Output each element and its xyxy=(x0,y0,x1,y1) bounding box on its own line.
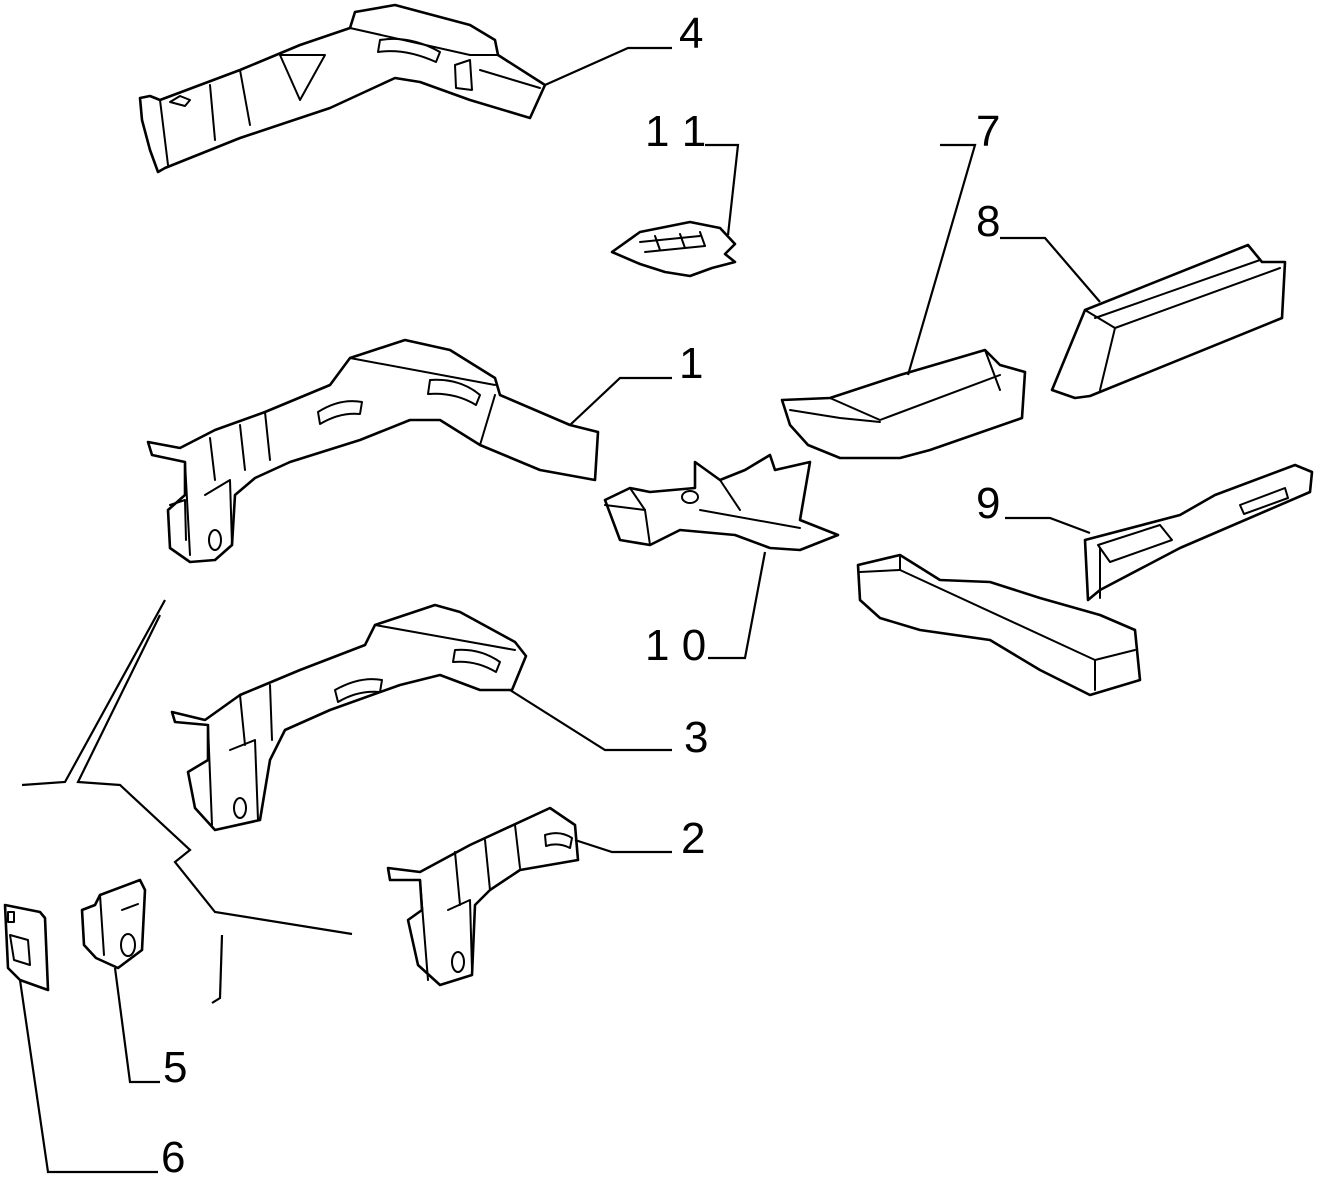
part-6-plate xyxy=(3,903,50,992)
callout-7: 7 xyxy=(976,107,1000,156)
part-8-channel xyxy=(1050,243,1287,400)
callout-5: 5 xyxy=(163,1043,187,1092)
part-7-sill-member xyxy=(780,348,1027,460)
part-3-mid-rail xyxy=(170,603,528,832)
part-10-cross-member xyxy=(603,453,840,552)
callout-4: 4 xyxy=(679,9,703,58)
part-4-rear-rail xyxy=(138,3,547,174)
callout-10: 1 0 xyxy=(645,621,706,670)
grouping-lines xyxy=(21,599,353,1004)
callout-labels: 4 1 1 7 8 1 9 1 0 3 2 5 6 xyxy=(161,9,1000,1182)
leader-lines xyxy=(18,46,1101,1174)
part-1-front-rail xyxy=(146,338,600,564)
callout-11: 1 1 xyxy=(645,107,706,156)
callout-2: 2 xyxy=(681,814,705,863)
part-11-floor-plate xyxy=(610,220,737,278)
part-9-inner-rail xyxy=(1083,463,1314,602)
callout-3: 3 xyxy=(684,713,708,762)
callout-8: 8 xyxy=(976,197,1000,246)
callout-9: 9 xyxy=(976,479,1000,528)
callout-1: 1 xyxy=(679,339,703,388)
callout-6: 6 xyxy=(161,1133,185,1177)
part-2-front-stub-rail xyxy=(386,806,580,987)
part-5-bracket xyxy=(80,878,147,970)
floor-tunnel-part xyxy=(856,553,1142,697)
